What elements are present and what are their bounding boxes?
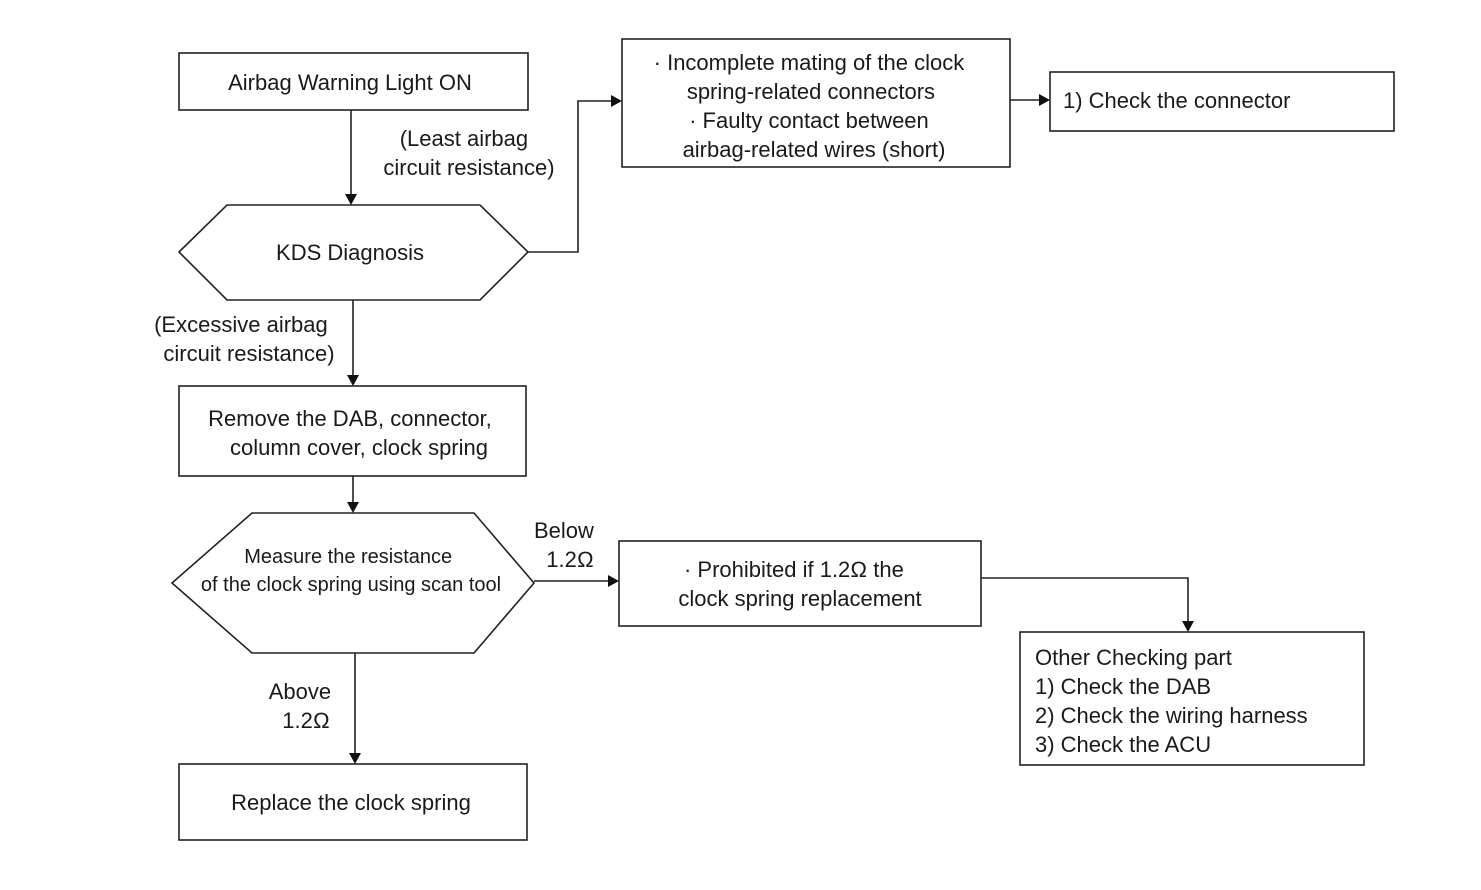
node-other-checking-line-2: 1) Check the DAB (1035, 674, 1211, 699)
node-other-checking: Other Checking part 1) Check the DAB 2) … (1019, 631, 1365, 766)
node-remove-parts: Remove the DAB, connector, column cover,… (178, 385, 527, 477)
edge-label-below-line-2: 1.2Ω (546, 547, 593, 572)
node-measure-resistance-line-2: of the clock spring using scan tool (201, 574, 501, 596)
edge-label-above-line-1: Above (269, 679, 331, 704)
edge-label-least-resistance: (Least airbag circuit resistance) (383, 126, 554, 180)
node-kds-diagnosis-line-1: KDS Diagnosis (276, 240, 424, 265)
node-check-connector: 1) Check the connector (1049, 71, 1395, 132)
node-other-checking-line-1: Other Checking part (1035, 645, 1232, 670)
node-possible-causes-label: · Incomplete mating of the clock spring-… (654, 50, 971, 162)
node-remove-parts-label: Remove the DAB, connector, column cover,… (208, 406, 498, 460)
node-check-connector-box (1049, 71, 1395, 132)
node-replace-clock-spring-line-1: Replace the clock spring (231, 790, 471, 815)
arrowhead-warning-to-kds (345, 194, 357, 205)
edge-label-below: Below 1.2Ω (534, 518, 600, 572)
node-replace-clock-spring-label: Replace the clock spring (231, 790, 471, 815)
arrowhead-remove-to-measure (347, 502, 359, 513)
node-possible-causes: · Incomplete mating of the clock spring-… (621, 38, 1011, 168)
node-check-connector-line-1: 1) Check the connector (1063, 88, 1290, 113)
arrowhead-causes-to-check-connector (1039, 94, 1050, 106)
node-possible-causes-box (621, 38, 1011, 168)
arrowhead-measure-to-replace (349, 753, 361, 764)
node-other-checking-line-4: 3) Check the ACU (1035, 732, 1211, 757)
edge-prohibited-to-other-checking (981, 577, 1189, 621)
edge-label-excessive-resistance-line-1: (Excessive airbag (154, 312, 328, 337)
edge-kds-to-causes (528, 100, 611, 253)
connectors (345, 94, 1194, 764)
node-kds-diagnosis-hexagon (177, 204, 530, 301)
node-prohibited-replacement-line-1: · Prohibited if 1.2Ω the (684, 557, 904, 582)
node-warning-light: Airbag Warning Light ON (178, 52, 529, 111)
edge-label-below-line-1: Below (534, 518, 594, 543)
node-other-checking-label: Other Checking part 1) Check the DAB 2) … (1035, 645, 1314, 757)
node-measure-resistance-line-1: Measure the resistance (244, 546, 452, 568)
node-other-checking-box (1019, 631, 1365, 766)
edge-label-above: Above 1.2Ω (269, 679, 338, 733)
node-measure-resistance-hexagon (170, 512, 536, 654)
node-measure-resistance: Measure the resistance of the clock spri… (170, 512, 536, 654)
node-check-connector-label: 1) Check the connector (1063, 88, 1290, 113)
node-warning-light-box (178, 52, 529, 111)
node-prohibited-replacement-box (618, 540, 982, 627)
arrowhead-measure-to-prohibited (608, 575, 619, 587)
edge-label-excessive-resistance: (Excessive airbag circuit resistance) (154, 312, 334, 366)
node-replace-clock-spring-box (178, 763, 528, 841)
node-remove-parts-box (178, 385, 527, 477)
edge-label-least-resistance-line-2: circuit resistance) (383, 155, 554, 180)
node-remove-parts-line-2: column cover, clock spring (230, 435, 488, 460)
node-possible-causes-line-2: spring-related connectors (687, 79, 935, 104)
node-warning-light-line-1: Airbag Warning Light ON (228, 70, 472, 95)
arrowhead-prohibited-to-other-checking (1182, 621, 1194, 632)
node-possible-causes-line-4: airbag-related wires (short) (683, 137, 946, 162)
node-remove-parts-line-1: Remove the DAB, connector, (208, 406, 492, 431)
node-prohibited-replacement-line-2: clock spring replacement (678, 586, 921, 611)
edge-label-least-resistance-line-1: (Least airbag (400, 126, 528, 151)
node-replace-clock-spring: Replace the clock spring (178, 763, 528, 841)
node-possible-causes-line-3: · Faulty contact between (689, 108, 929, 133)
node-kds-diagnosis-label: KDS Diagnosis (276, 240, 424, 265)
node-prohibited-replacement: · Prohibited if 1.2Ω the clock spring re… (618, 540, 982, 627)
edge-label-above-line-2: 1.2Ω (282, 708, 329, 733)
node-measure-resistance-label: Measure the resistance of the clock spri… (201, 546, 501, 596)
edge-label-excessive-resistance-line-2: circuit resistance) (163, 341, 334, 366)
node-other-checking-line-3: 2) Check the wiring harness (1035, 703, 1308, 728)
arrowhead-kds-to-remove (347, 375, 359, 386)
arrowhead-kds-to-causes (611, 95, 622, 107)
node-prohibited-replacement-label: · Prohibited if 1.2Ω the clock spring re… (678, 557, 921, 611)
node-possible-causes-line-1: · Incomplete mating of the clock (654, 50, 966, 75)
node-kds-diagnosis: KDS Diagnosis (177, 204, 530, 301)
node-warning-light-label: Airbag Warning Light ON (228, 70, 472, 95)
